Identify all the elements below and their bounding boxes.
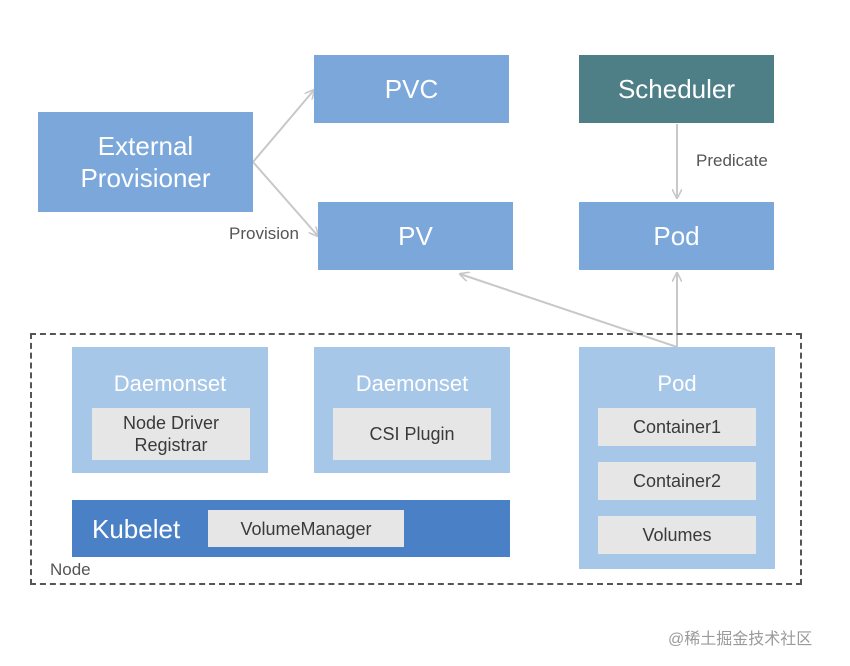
daemonset-registrar-title: Daemonset — [113, 371, 227, 396]
node-boundary — [30, 333, 802, 585]
pod-box: Pod — [579, 202, 774, 270]
volume-manager: VolumeManager — [208, 510, 404, 547]
daemonset-csi-title: Daemonset — [355, 371, 469, 396]
watermark: @稀土掘金技术社区 — [668, 631, 813, 648]
daemonset-csi-box: Daemonset CSI Plugin — [314, 347, 510, 473]
predicate-label: Predicate — [696, 151, 768, 170]
arrow-provisioner-to-pv — [252, 161, 318, 236]
pvc-box: PVC — [314, 55, 509, 123]
pv-box: PV — [318, 202, 513, 270]
node-driver-registrar: Node Driver Registrar — [92, 408, 250, 460]
kubelet-box: Kubelet VolumeManager — [72, 500, 510, 557]
pvc-label: PVC — [384, 73, 439, 104]
container2: Container2 — [598, 462, 756, 500]
kubelet-title: Kubelet — [92, 514, 181, 544]
node-pod-box: Pod Container1 Container2 Volumes — [579, 347, 775, 569]
scheduler-label: Scheduler — [617, 73, 736, 104]
container1: Container1 — [598, 408, 756, 446]
node-label: Node — [50, 560, 91, 579]
csi-plugin: CSI Plugin — [333, 408, 491, 460]
node-pod-title: Pod — [657, 371, 697, 396]
external-provisioner-box: External Provisioner — [38, 112, 253, 212]
external-provisioner-label: External Provisioner — [80, 131, 211, 193]
scheduler-box: Scheduler — [579, 55, 774, 123]
daemonset-registrar-box: Daemonset Node Driver Registrar — [72, 347, 268, 473]
provision-label: Provision — [229, 224, 299, 243]
pv-label: PV — [398, 220, 433, 251]
volumes: Volumes — [598, 516, 756, 554]
pod-label: Pod — [653, 220, 700, 251]
arrow-provisioner-to-pvc — [252, 90, 314, 163]
